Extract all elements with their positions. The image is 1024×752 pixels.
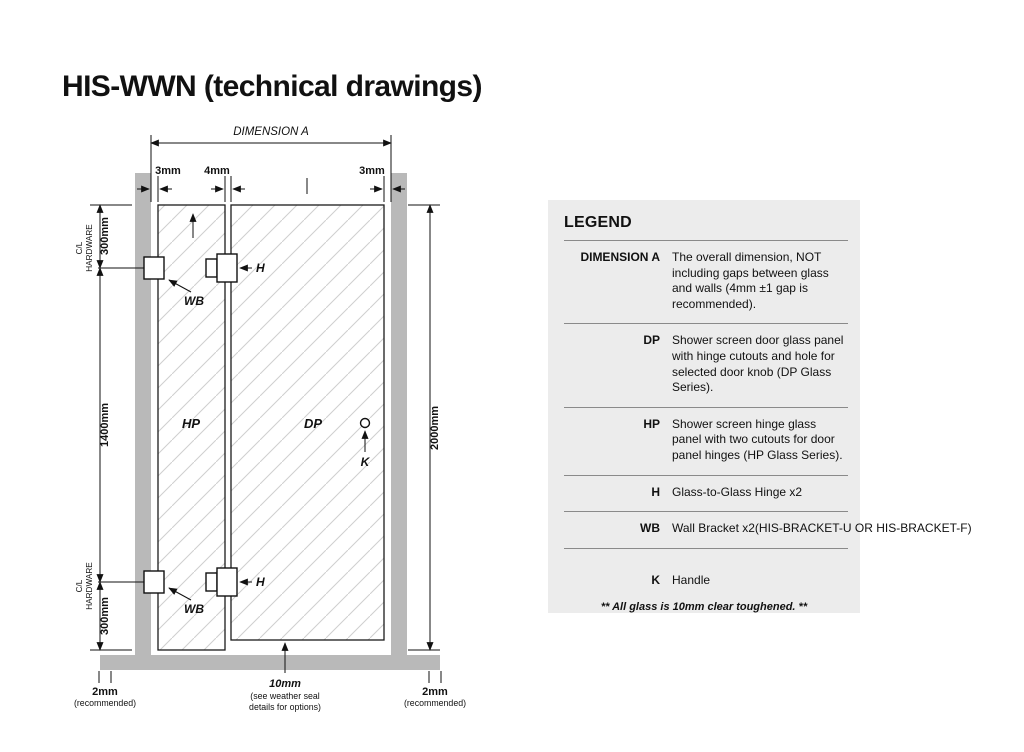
technical-drawing: DIMENSION A 3mm 4mm 3mm 300mm 1400mm 300… xyxy=(40,110,480,740)
gap-top-middle-label: 4mm xyxy=(204,165,230,177)
page-title: HIS-WWN (technical drawings) xyxy=(62,70,482,104)
floor xyxy=(100,655,440,670)
bracket-top-label: WB xyxy=(184,294,204,308)
gap-bottom-middle-label: 10mm xyxy=(269,678,301,690)
dim-1400-label: 1400mm xyxy=(99,403,111,447)
legend-term: DP xyxy=(643,333,660,348)
legend-term: K xyxy=(651,572,660,587)
wall-right xyxy=(391,173,407,655)
legend-description: Glass-to-Glass Hinge x2 xyxy=(672,484,803,499)
gap-bottom-right-note: (recommended) xyxy=(404,698,466,708)
gap-bottom-right-label: 2mm xyxy=(422,686,448,698)
legend-row-k: K Handle xyxy=(564,549,848,600)
legend-term: WB xyxy=(640,521,660,536)
gap-bottom-middle-note2: details for options) xyxy=(249,702,321,712)
legend-panel: LEGEND DIMENSION A The overall dimension… xyxy=(548,200,972,614)
gap-bottom-left-note: (recommended) xyxy=(74,698,136,708)
dp-panel-label: DP xyxy=(304,416,322,431)
bracket-bottom-label: WB xyxy=(184,602,204,616)
bracket-top-callout-arrow xyxy=(168,279,192,293)
cl-hardware-top-line2: HARDWARE xyxy=(85,224,94,272)
legend-row-dimension-a: DIMENSION A The overall dimension, NOT i… xyxy=(564,241,848,325)
wall-bracket-bottom xyxy=(143,570,165,594)
hinge-bottom-label: H xyxy=(256,575,265,589)
bottom-dimensions xyxy=(98,642,442,683)
glass-note: ** All glass is 10mm clear toughened. ** xyxy=(600,601,808,613)
legend-term: HP xyxy=(643,416,660,431)
bracket-bottom-callout-arrow xyxy=(168,587,192,601)
left-dimension-chain xyxy=(90,204,146,651)
legend-row-wb: WB Wall Bracket x2(HIS-BRACKET-U OR HIS-… xyxy=(564,512,972,549)
dimension-a-label: DIMENSION A xyxy=(233,126,309,138)
legend-description: Shower screen hinge glass panel with two… xyxy=(672,416,843,462)
legend-term: H xyxy=(651,484,660,499)
legend-heading: LEGEND xyxy=(564,214,848,241)
glass-hinge-bottom xyxy=(205,567,238,597)
dp-glass-panel xyxy=(230,204,385,641)
dim-2000-label: 2000mm xyxy=(429,406,441,450)
wall-bracket-top xyxy=(143,256,165,280)
dimension-a-arrow xyxy=(150,135,392,202)
hinge-top-label: H xyxy=(256,261,265,275)
cl-hardware-bottom-line1: C/L xyxy=(75,579,84,592)
dim-300-bottom-label: 300mm xyxy=(99,597,111,635)
cl-hardware-bottom-line2: HARDWARE xyxy=(85,562,94,610)
wall-left xyxy=(135,173,151,655)
glass-hinge-top xyxy=(205,253,238,283)
handle-label: K xyxy=(361,455,371,469)
gap-top-left-label: 3mm xyxy=(155,165,181,177)
gap-top-right-label: 3mm xyxy=(359,165,385,177)
legend-description: Shower screen door glass panel with hing… xyxy=(672,333,844,395)
hp-panel-label: HP xyxy=(182,416,200,431)
right-dimension xyxy=(408,204,440,651)
gap-bottom-left-label: 2mm xyxy=(92,686,118,698)
handle-knob xyxy=(359,417,371,429)
legend-row-h: H Glass-to-Glass Hinge x2 xyxy=(564,476,848,513)
legend-row-hp: HP Shower screen hinge glass panel with … xyxy=(564,408,848,476)
legend-term: DIMENSION A xyxy=(580,250,660,264)
top-gap-dimensions xyxy=(137,176,405,202)
cl-hardware-top-line1: C/L xyxy=(75,241,84,254)
technical-drawing-svg: DIMENSION A 3mm 4mm 3mm 300mm 1400mm 300… xyxy=(74,126,466,712)
legend-row-dp: DP Shower screen door glass panel with h… xyxy=(564,324,848,408)
legend-description: Wall Bracket x2(HIS-BRACKET-U OR HIS-BRA… xyxy=(672,521,972,536)
legend-description: The overall dimension, NOT including gap… xyxy=(672,250,829,311)
legend-description: Handle xyxy=(672,572,711,587)
dim-300-top-label: 300mm xyxy=(99,217,111,255)
gap-bottom-middle-note1: (see weather seal xyxy=(250,691,319,701)
